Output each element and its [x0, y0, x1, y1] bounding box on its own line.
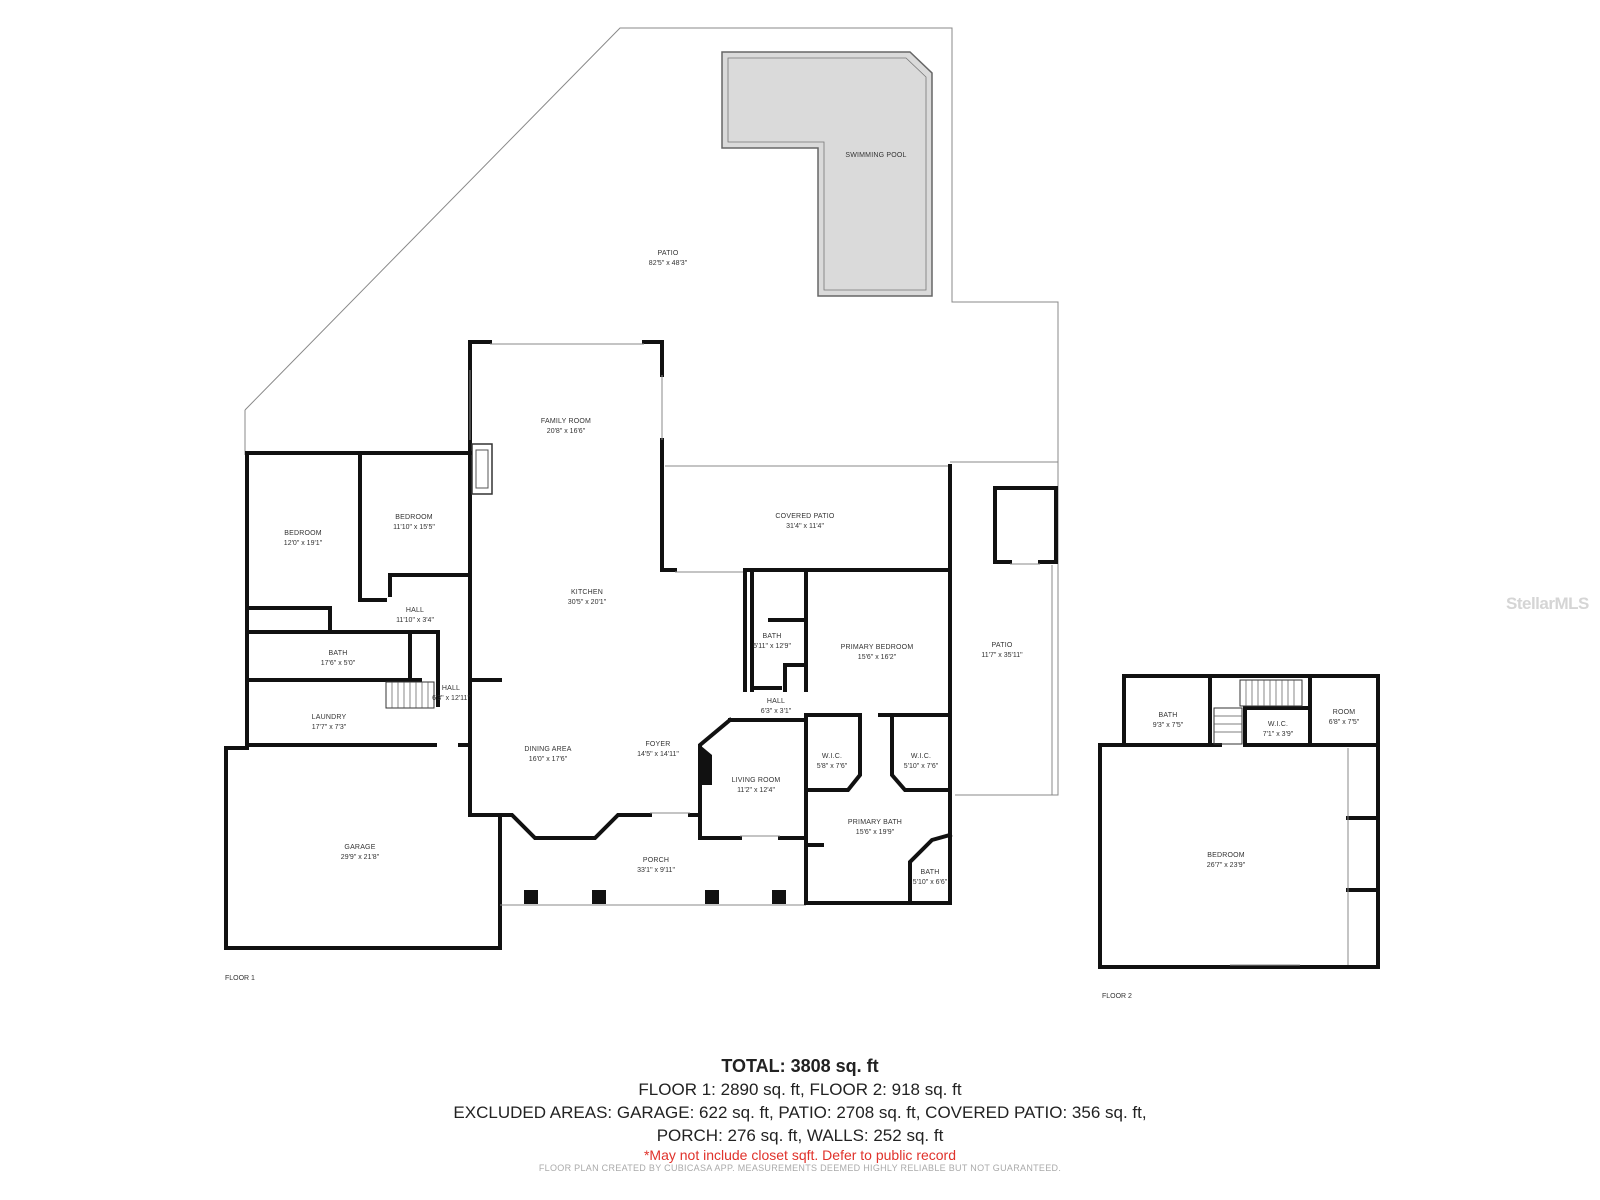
patio-main-dim: 82'5" x 48'3"	[649, 260, 688, 267]
area-summary: TOTAL: 3808 sq. ft FLOOR 1: 2890 sq. ft,…	[0, 1055, 1600, 1174]
porch-dim: 33'1" x 9'11"	[637, 867, 675, 874]
f2-wic-name: W.I.C.	[1268, 721, 1288, 728]
bath-1-dim: 17'6" x 5'0"	[321, 660, 356, 667]
hall-1-dim: 11'10" x 3'4"	[396, 617, 434, 624]
f2-bath-name: BATH	[1159, 712, 1178, 719]
credit-line: FLOOR PLAN CREATED BY CUBICASA APP. MEAS…	[538, 1163, 1062, 1173]
floor1-walls	[224, 340, 1058, 950]
wic-1-name: W.I.C.	[822, 753, 842, 760]
bath-2-dim: 5'11" x 12'9"	[753, 643, 791, 650]
f2-room-name: ROOM	[1333, 709, 1356, 716]
covered-patio-name: COVERED PATIO	[775, 513, 834, 520]
bath-1-name: BATH	[329, 650, 348, 657]
hall-3-name: HALL	[767, 698, 785, 705]
family-room-dim: 20'8" x 16'6"	[547, 428, 586, 435]
floor-areas: FLOOR 1: 2890 sq. ft, FLOOR 2: 918 sq. f…	[638, 1080, 962, 1099]
f2-bedroom-name: BEDROOM	[1207, 852, 1245, 859]
foyer-name: FOYER	[645, 741, 670, 748]
wic-2-dim: 5'10" x 7'6"	[904, 763, 939, 770]
bedroom-1-name: BEDROOM	[284, 530, 322, 537]
primary-bath-name: PRIMARY BATH	[848, 819, 902, 826]
bath-3-dim: 5'10" x 6'6"	[913, 879, 948, 886]
bath-3-name: BATH	[921, 869, 940, 876]
family-room-name: FAMILY ROOM	[541, 418, 591, 425]
excluded-areas-line-1: EXCLUDED AREAS: GARAGE: 622 sq. ft, PATI…	[453, 1103, 1147, 1122]
excluded-areas-line-2: PORCH: 276 sq. ft, WALLS: 252 sq. ft	[656, 1126, 944, 1145]
garage-dim: 29'9" x 21'8"	[341, 854, 380, 861]
f2-room-dim: 6'8" x 7'5"	[1329, 719, 1360, 726]
laundry-dim: 17'7" x 7'3"	[312, 724, 347, 731]
f2-wic-dim: 7'1" x 3'9"	[1263, 731, 1294, 738]
hall-3-dim: 6'3" x 3'1"	[761, 708, 792, 715]
floor2-walls	[1098, 674, 1380, 969]
bedroom-2-dim: 11'10" x 15'5"	[393, 524, 435, 531]
swimming-pool-name: SWIMMING POOL	[845, 152, 906, 159]
garage-name: GARAGE	[344, 844, 375, 851]
watermark-text: StellarMLS	[1506, 594, 1589, 613]
wic-1-dim: 5'8" x 7'6"	[817, 763, 848, 770]
kitchen-name: KITCHEN	[571, 589, 603, 596]
hall-1-name: HALL	[406, 607, 424, 614]
bath-2-name: BATH	[763, 633, 782, 640]
disclaimer: *May not include closet sqft. Defer to p…	[643, 1147, 957, 1163]
total-area: TOTAL: 3808 sq. ft	[721, 1056, 879, 1076]
floor2-label: FLOOR 2	[1102, 993, 1132, 1000]
hall-2-dim: 6'3" x 12'11"	[432, 695, 470, 702]
patio-side-name: PATIO	[992, 642, 1013, 649]
foyer-dim: 14'5" x 14'11"	[637, 751, 679, 758]
hall-2-name: HALL	[442, 685, 460, 692]
f2-bedroom-dim: 26'7" x 23'9"	[1207, 862, 1246, 869]
wic-2-name: W.I.C.	[911, 753, 931, 760]
bedroom-1-dim: 12'0" x 19'1"	[284, 540, 323, 547]
swimming-pool-shape	[721, 51, 933, 297]
patio-main-name: PATIO	[658, 250, 679, 257]
primary-bath-dim: 15'6" x 19'9"	[856, 829, 895, 836]
patio-side-dim: 11'7" x 35'11"	[981, 652, 1023, 659]
floor1-label: FLOOR 1	[225, 975, 255, 982]
dining-area-name: DINING AREA	[524, 746, 571, 753]
living-room-name: LIVING ROOM	[732, 777, 781, 784]
covered-patio-dim: 31'4" x 11'4"	[786, 523, 824, 530]
f2-bath-dim: 9'3" x 7'5"	[1153, 722, 1184, 729]
living-room-dim: 11'2" x 12'4"	[737, 787, 775, 794]
primary-bedroom-name: PRIMARY BEDROOM	[841, 644, 914, 651]
kitchen-dim: 30'5" x 20'1"	[568, 599, 607, 606]
patio-outline	[244, 27, 1059, 796]
bedroom-2-name: BEDROOM	[395, 514, 433, 521]
porch-name: PORCH	[643, 857, 669, 864]
laundry-name: LAUNDRY	[312, 714, 347, 721]
stair-floor1	[385, 681, 435, 709]
primary-bedroom-dim: 15'6" x 16'2"	[858, 654, 897, 661]
dining-area-dim: 16'0" x 17'6"	[529, 756, 568, 763]
stair-floor2	[1213, 679, 1303, 745]
